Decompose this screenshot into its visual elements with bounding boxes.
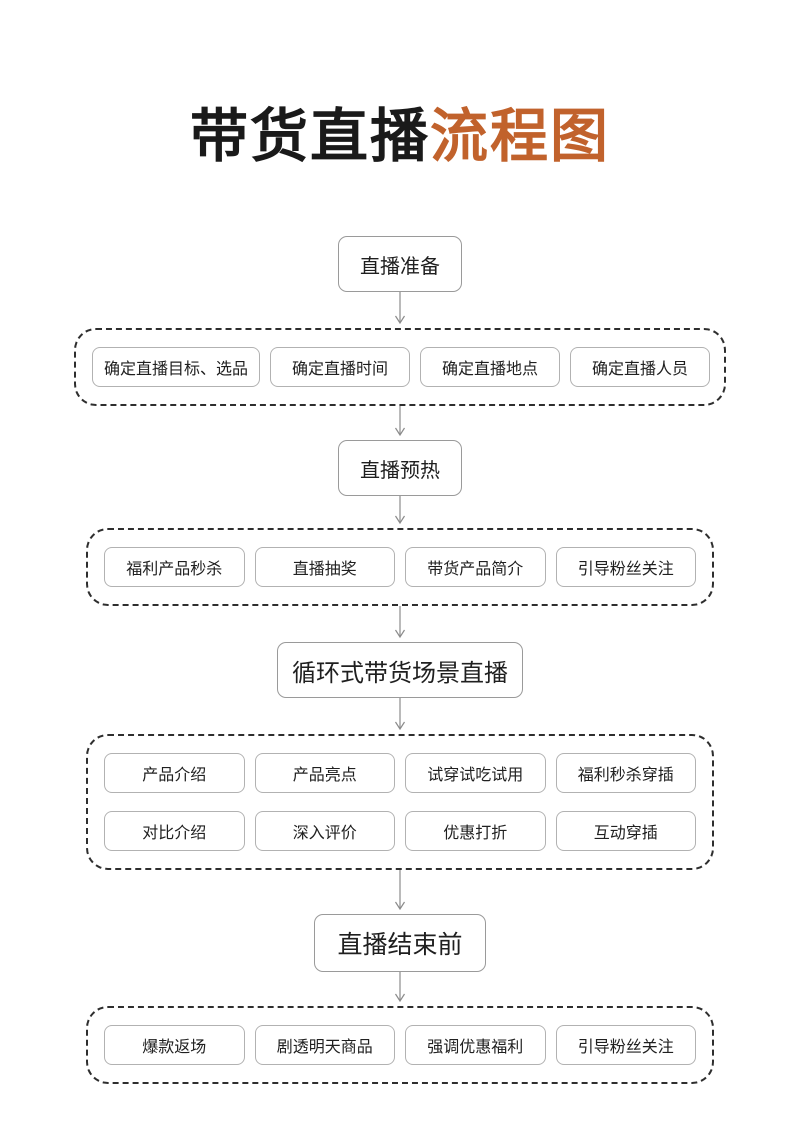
list-item-label: 强调优惠福利 [427, 1039, 524, 1056]
page-title: 带货直播流程图 [0, 104, 800, 171]
arrow-down-icon [394, 870, 406, 911]
list-item-label: 剧透明天商品 [276, 1039, 373, 1056]
list-item[interactable]: 引导粉丝关注 [555, 1025, 696, 1065]
stage-node-warmup[interactable]: 直播预热 [338, 440, 462, 496]
page-title-accent: 流程图 [430, 104, 611, 169]
arrow-down-icon [394, 972, 406, 1003]
list-item-label: 引导粉丝关注 [577, 561, 674, 578]
stage-node-label: 直播准备 [360, 255, 440, 278]
list-item[interactable]: 带货产品简介 [405, 547, 546, 587]
list-item[interactable]: 确定直播目标、选品 [92, 347, 260, 387]
stage-node-label: 直播预热 [360, 459, 440, 482]
list-item-label: 深入评价 [292, 825, 357, 842]
group-wrap-ending-items: 爆款返场 剧透明天商品 强调优惠福利 引导粉丝关注 [0, 1006, 800, 1084]
list-item[interactable]: 直播抽奖 [254, 547, 395, 587]
stage-node-ending[interactable]: 直播结束前 [314, 914, 486, 972]
group-loop-items: 产品介绍 产品亮点 试穿试吃试用 福利秒杀穿插 对比介绍 深入评价 优惠打折 互… [86, 734, 714, 870]
list-item[interactable]: 试穿试吃试用 [405, 753, 546, 793]
connector-group2-to-loop [0, 606, 800, 642]
stage-row-ending: 直播结束前 [0, 914, 800, 972]
list-item[interactable]: 引导粉丝关注 [555, 547, 696, 587]
stage-row-warmup: 直播预热 [0, 440, 800, 496]
list-item-label: 试穿试吃试用 [427, 767, 524, 784]
list-item-label: 确定直播人员 [591, 361, 688, 378]
group-warmup-items: 福利产品秒杀 直播抽奖 带货产品简介 引导粉丝关注 [86, 528, 714, 606]
group-line: 爆款返场 剧透明天商品 强调优惠福利 引导粉丝关注 [104, 1025, 696, 1065]
list-item[interactable]: 产品介绍 [104, 753, 245, 793]
stage-node-prepare[interactable]: 直播准备 [338, 236, 462, 292]
connector-warmup-to-group2 [0, 496, 800, 528]
list-item-label: 优惠打折 [443, 825, 508, 842]
arrow-down-icon [394, 406, 406, 437]
stage-row-loop: 循环式带货场景直播 [0, 642, 800, 698]
group-wrap-loop-items: 产品介绍 产品亮点 试穿试吃试用 福利秒杀穿插 对比介绍 深入评价 优惠打折 互… [0, 734, 800, 870]
connector-loop-to-group3 [0, 698, 800, 734]
group-wrap-prepare-items: 确定直播目标、选品 确定直播时间 确定直播地点 确定直播人员 [0, 328, 800, 406]
list-item[interactable]: 确定直播时间 [270, 347, 410, 387]
arrow-down-icon [394, 496, 406, 525]
list-item[interactable]: 福利秒杀穿插 [555, 753, 696, 793]
list-item[interactable]: 互动穿插 [555, 811, 696, 851]
list-item-label: 直播抽奖 [292, 561, 357, 578]
list-item-label: 产品亮点 [292, 767, 357, 784]
list-item-label: 互动穿插 [593, 825, 658, 842]
group-ending-items: 爆款返场 剧透明天商品 强调优惠福利 引导粉丝关注 [86, 1006, 714, 1084]
list-item-label: 对比介绍 [142, 825, 207, 842]
group-line: 确定直播目标、选品 确定直播时间 确定直播地点 确定直播人员 [92, 347, 710, 387]
list-item[interactable]: 爆款返场 [104, 1025, 245, 1065]
group-prepare-items: 确定直播目标、选品 确定直播时间 确定直播地点 确定直播人员 [74, 328, 726, 406]
list-item-label: 确定直播时间 [291, 361, 388, 378]
list-item[interactable]: 对比介绍 [104, 811, 245, 851]
list-item-label: 福利产品秒杀 [126, 561, 223, 578]
connector-group1-to-warmup [0, 406, 800, 440]
stage-node-label: 循环式带货场景直播 [292, 660, 508, 687]
list-item-label: 福利秒杀穿插 [577, 767, 674, 784]
group-line: 产品介绍 产品亮点 试穿试吃试用 福利秒杀穿插 [104, 753, 696, 793]
list-item[interactable]: 产品亮点 [254, 753, 395, 793]
arrow-down-icon [394, 698, 406, 731]
list-item[interactable]: 确定直播人员 [570, 347, 710, 387]
list-item[interactable]: 剧透明天商品 [254, 1025, 395, 1065]
list-item[interactable]: 优惠打折 [405, 811, 546, 851]
list-item[interactable]: 深入评价 [254, 811, 395, 851]
flowchart: 直播准备 确定直播目标、选品 确定直播时间 确定直播地点 确定直播人员 直播预热 [0, 236, 800, 1084]
list-item-label: 确定直播目标、选品 [104, 361, 249, 378]
stage-node-loop[interactable]: 循环式带货场景直播 [277, 642, 523, 698]
connector-prepare-to-group1 [0, 292, 800, 328]
group-line: 对比介绍 深入评价 优惠打折 互动穿插 [104, 811, 696, 851]
connector-group3-to-ending [0, 870, 800, 914]
list-item-label: 带货产品简介 [427, 561, 524, 578]
list-item-label: 产品介绍 [142, 767, 207, 784]
list-item[interactable]: 强调优惠福利 [405, 1025, 546, 1065]
list-item[interactable]: 确定直播地点 [420, 347, 560, 387]
list-item[interactable]: 福利产品秒杀 [104, 547, 245, 587]
list-item-label: 确定直播地点 [441, 361, 538, 378]
group-wrap-warmup-items: 福利产品秒杀 直播抽奖 带货产品简介 引导粉丝关注 [0, 528, 800, 606]
stage-row-prepare: 直播准备 [0, 236, 800, 292]
connector-ending-to-group4 [0, 972, 800, 1006]
arrow-down-icon [394, 292, 406, 325]
stage-node-label: 直播结束前 [337, 932, 463, 959]
list-item-label: 引导粉丝关注 [577, 1039, 674, 1056]
arrow-down-icon [394, 606, 406, 639]
page-title-primary: 带货直播 [189, 104, 430, 169]
list-item-label: 爆款返场 [142, 1039, 207, 1056]
group-line: 福利产品秒杀 直播抽奖 带货产品简介 引导粉丝关注 [104, 547, 696, 587]
